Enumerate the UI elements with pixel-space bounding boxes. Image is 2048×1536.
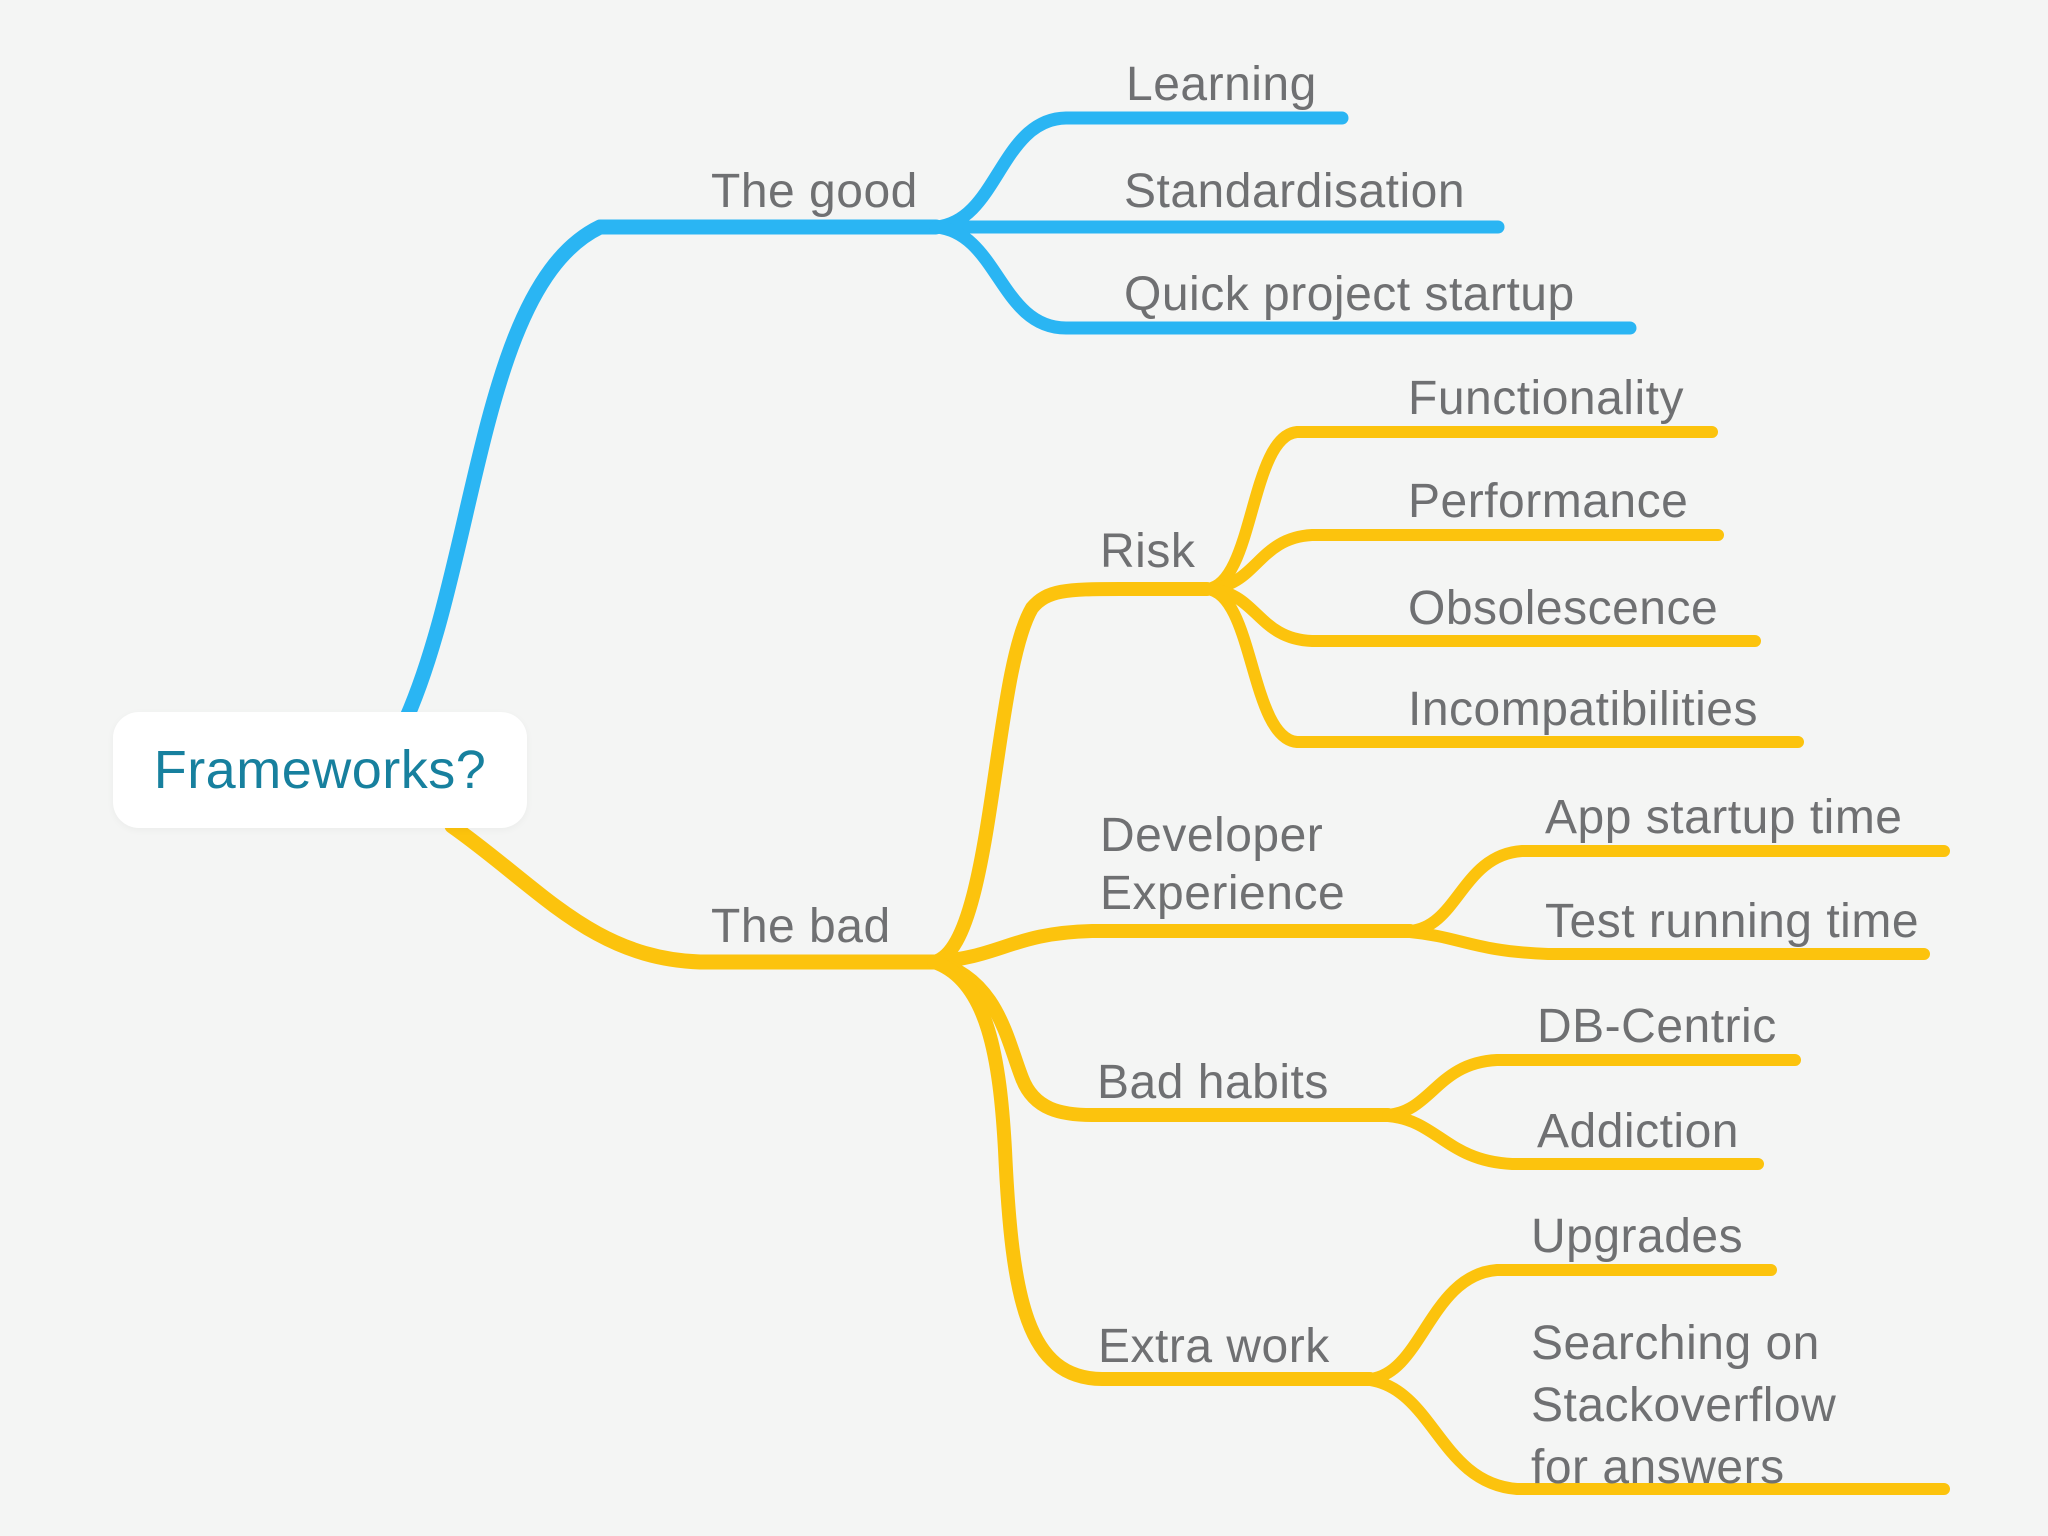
edge-extra-work-trunk [927, 955, 1377, 1386]
root-node-label: Frameworks? [153, 740, 487, 800]
node-learning[interactable]: Learning [1126, 58, 1317, 111]
edge-bad-habits-trunk [927, 955, 1395, 1122]
node-db-centric[interactable]: DB-Centric [1537, 1000, 1777, 1053]
edge-addiction [1382, 1110, 1764, 1170]
edge-risk-trunk [927, 582, 1214, 969]
edge-test-running-time [1404, 926, 1930, 960]
edge-app-startup-time [1404, 845, 1950, 937]
edge-searching-on-stackoverflow [1364, 1374, 1950, 1495]
node-upgrades[interactable]: Upgrades [1531, 1210, 1744, 1263]
edge-learning [929, 111, 1349, 234]
node-app-startup-time[interactable]: App startup time [1545, 791, 1903, 844]
node-test-running-time[interactable]: Test running time [1545, 895, 1920, 948]
edge-db-centric [1382, 1054, 1801, 1121]
node-developer-experience[interactable]: Developer Experience [1100, 809, 1346, 920]
node-extra-work[interactable]: Extra work [1098, 1320, 1330, 1373]
node-the-good[interactable]: The good [711, 165, 918, 218]
node-searching-on-stackoverflow[interactable]: Searching on Stackoverflow for answers [1531, 1317, 1837, 1494]
node-performance[interactable]: Performance [1408, 475, 1689, 528]
edge-upgrades [1364, 1264, 1777, 1385]
node-functionality[interactable]: Functionality [1408, 372, 1684, 425]
edge-the-good-trunk [394, 219, 944, 736]
node-quick-project-startup[interactable]: Quick project startup [1124, 268, 1575, 321]
node-obsolescence[interactable]: Obsolescence [1408, 582, 1719, 635]
node-bad-habits[interactable]: Bad habits [1097, 1056, 1329, 1109]
node-addiction[interactable]: Addiction [1537, 1105, 1739, 1158]
edge-quick-project-startup [929, 220, 1637, 335]
node-risk[interactable]: Risk [1100, 525, 1196, 578]
node-standardisation[interactable]: Standardisation [1124, 165, 1466, 218]
node-incompatibilities[interactable]: Incompatibilities [1408, 683, 1758, 736]
edge-developer-experience-trunk [927, 924, 1417, 969]
edge-incompatibilities [1201, 583, 1804, 748]
root-node-frameworks[interactable]: Frameworks? [113, 712, 527, 828]
edge-the-bad-trunk [444, 818, 942, 970]
node-the-bad[interactable]: The bad [711, 900, 891, 953]
